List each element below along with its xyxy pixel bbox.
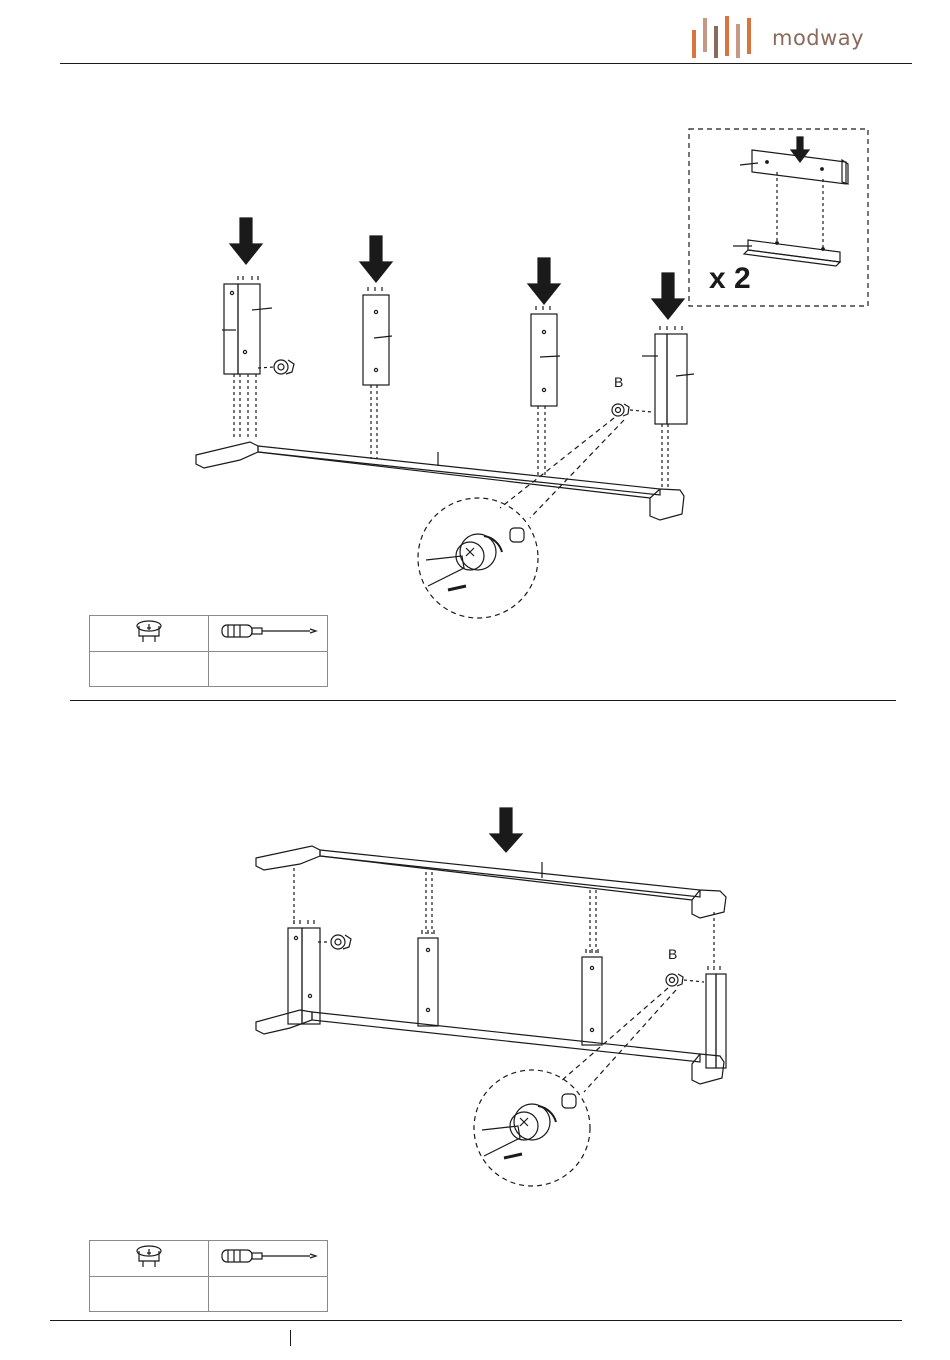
screwdriver-cam-detail-icon xyxy=(482,1094,576,1158)
detail-magnifier xyxy=(474,1070,590,1186)
cam-lock-icon xyxy=(331,935,351,949)
cam-lock-label: B xyxy=(668,946,677,962)
parts-qty-cam-lock xyxy=(90,1277,209,1312)
footer-rule xyxy=(50,1320,902,1321)
parts-cell-screwdriver xyxy=(209,1241,328,1277)
cam-lock-icon xyxy=(129,1241,169,1271)
cam-lock-icon xyxy=(666,974,683,986)
screwdriver-icon xyxy=(218,1244,318,1268)
down-arrow-icon xyxy=(490,808,522,852)
parts-qty-screwdriver xyxy=(209,1277,328,1312)
step2-parts-table xyxy=(89,1240,328,1312)
parts-cell-cam-lock xyxy=(90,1241,209,1277)
footer-divider xyxy=(290,1330,291,1346)
